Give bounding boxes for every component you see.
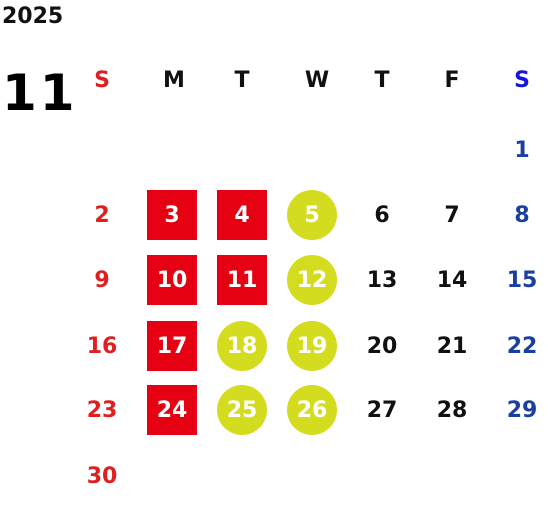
day-cell: 9 — [72, 250, 132, 310]
day-cell: 4 — [212, 185, 272, 245]
week-row: 16 17 18 19 20 21 22 — [68, 316, 548, 376]
day-cell: 3 — [142, 185, 202, 245]
day-number: 6 — [374, 202, 390, 228]
weekday-thu: T — [374, 67, 390, 93]
weekday-tue: T — [234, 67, 250, 93]
day-number: 28 — [436, 397, 468, 423]
day-number: 23 — [86, 397, 118, 423]
day-number: 7 — [444, 202, 460, 228]
day-cell: 22 — [492, 316, 548, 376]
day-number: 30 — [86, 463, 118, 489]
day-number: 29 — [506, 397, 538, 423]
day-cell: 15 — [492, 250, 548, 310]
week-row: 1 — [68, 120, 548, 180]
day-number: 4 — [217, 190, 267, 240]
month-label: 11 — [2, 64, 78, 122]
day-number: 13 — [366, 267, 398, 293]
day-cell: 16 — [72, 316, 132, 376]
day-number: 12 — [287, 255, 337, 305]
day-number: 18 — [217, 321, 267, 371]
week-row: 9 10 11 12 13 14 15 — [68, 250, 548, 310]
day-cell: 27 — [352, 380, 412, 440]
day-number: 10 — [147, 255, 197, 305]
day-cell: 2 — [72, 185, 132, 245]
day-cell: 12 — [282, 250, 342, 310]
day-number: 15 — [506, 267, 538, 293]
day-number: 25 — [217, 385, 267, 435]
weekday-wed: W — [304, 67, 330, 93]
day-number: 21 — [436, 333, 468, 359]
week-row: 23 24 25 26 27 28 29 — [68, 380, 548, 440]
day-cell: 21 — [422, 316, 482, 376]
day-cell: 8 — [492, 185, 548, 245]
day-number: 9 — [94, 267, 110, 293]
day-cell: 30 — [72, 446, 132, 506]
day-cell: 26 — [282, 380, 342, 440]
day-number: 8 — [514, 202, 530, 228]
day-cell: 29 — [492, 380, 548, 440]
day-number: 26 — [287, 385, 337, 435]
day-cell: 23 — [72, 380, 132, 440]
day-number: 5 — [287, 190, 337, 240]
day-cell: 14 — [422, 250, 482, 310]
day-cell: 19 — [282, 316, 342, 376]
weekday-sat: S — [514, 67, 530, 93]
day-cell: 20 — [352, 316, 412, 376]
day-number: 17 — [147, 321, 197, 371]
day-number: 11 — [217, 255, 267, 305]
day-cell: 17 — [142, 316, 202, 376]
day-cell: 24 — [142, 380, 202, 440]
weekday-header: S M T W T F S — [68, 50, 548, 110]
week-row: 30 — [68, 446, 548, 506]
day-cell: 5 — [282, 185, 342, 245]
day-cell: 25 — [212, 380, 272, 440]
weekday-sun: S — [94, 67, 110, 93]
day-number: 16 — [86, 333, 118, 359]
day-cell: 13 — [352, 250, 412, 310]
day-cell: 6 — [352, 185, 412, 245]
day-number: 2 — [94, 202, 110, 228]
weekday-mon: M — [163, 67, 185, 93]
day-cell: 18 — [212, 316, 272, 376]
weekday-fri: F — [444, 67, 460, 93]
day-number: 1 — [514, 137, 530, 163]
day-cell: 28 — [422, 380, 482, 440]
day-number: 24 — [147, 385, 197, 435]
day-number: 14 — [436, 267, 468, 293]
day-number: 27 — [366, 397, 398, 423]
day-number: 3 — [147, 190, 197, 240]
year-label: 2025 — [2, 4, 64, 29]
day-cell: 1 — [492, 120, 548, 180]
day-cell: 7 — [422, 185, 482, 245]
day-number: 20 — [366, 333, 398, 359]
day-number: 22 — [506, 333, 538, 359]
day-number: 19 — [287, 321, 337, 371]
day-cell: 10 — [142, 250, 202, 310]
day-cell: 11 — [212, 250, 272, 310]
